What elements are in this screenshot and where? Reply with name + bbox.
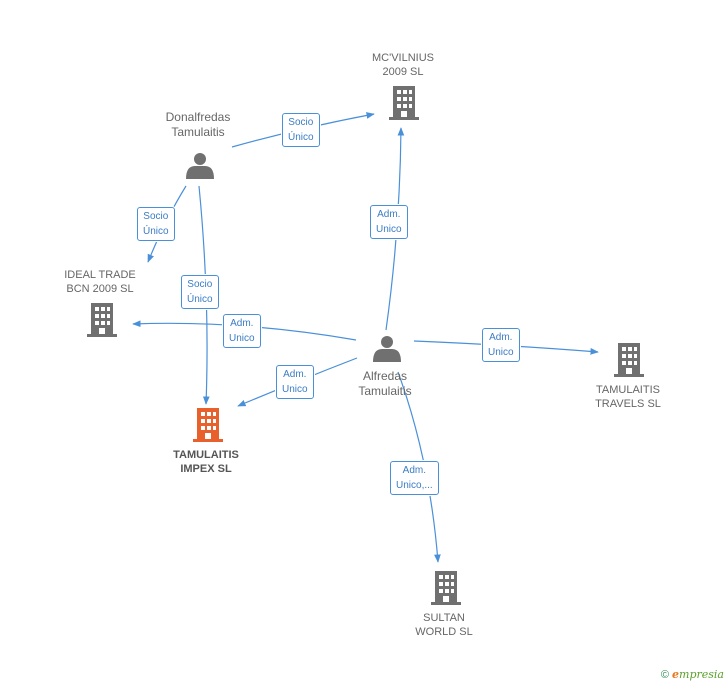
edge-label-line: Unico [376,224,402,235]
label-line: IMPEX SL [180,463,232,475]
person-icon[interactable] [186,153,214,179]
edge-label-adm-unico[interactable]: Adm. Unico [276,365,314,399]
company-label-sultan[interactable]: SULTAN WORLD SL [374,611,514,639]
building-icon[interactable] [431,571,461,610]
label-line: Alfredas [362,369,408,383]
edge-label-line: Socio [288,117,314,128]
brand-name: mpresia [679,668,724,681]
label-line: 2009 SL [382,66,424,78]
edge-label-adm-unico[interactable]: Adm. Unico [482,328,520,362]
edge-label-socio-unico[interactable]: Socio Único [137,207,175,241]
empresia-logo[interactable]: ©empresia [661,668,724,681]
edge-label-line: Unico [282,384,308,395]
building-icon[interactable] [389,86,419,125]
company-label-mcvilnius[interactable]: MC'VILNIUS 2009 SL [333,51,473,79]
label-line: Tamulaitis [358,384,412,398]
edge-label-line: Adm. [377,209,401,220]
edge-label-line: Socio [187,279,213,290]
building-icon[interactable] [193,408,223,447]
label-line: WORLD SL [415,626,473,638]
edge-label-line: Adm. [230,318,254,329]
edge-label-adm-unico[interactable]: Adm. Unico,... [390,461,439,495]
edge-label-socio-unico[interactable]: Socio Único [282,113,320,147]
edge-label-line: Unico,... [396,480,433,491]
edge-label-line: Único [187,294,213,305]
label-line: Donalfredas [165,110,231,124]
company-label-tamulaitis-impex[interactable]: TAMULAITIS IMPEX SL [136,448,276,476]
brand-initial: e [672,668,680,681]
edge-label-line: Unico [488,347,514,358]
edge-label-line: Adm. [489,332,513,343]
edge-label-line: Unico [229,333,255,344]
label-line: TAMULAITIS [173,449,239,461]
person-label-donalfredas[interactable]: Donalfredas Tamulaitis [128,110,268,140]
edge-label-line: Adm. [402,465,427,476]
person-icon[interactable] [373,336,401,362]
building-icon[interactable] [614,343,644,382]
edge-label-line: Socio [143,211,169,222]
edge-label-line: Único [143,226,169,237]
label-line: SULTAN [423,612,465,624]
label-line: Tamulaitis [171,125,225,139]
company-label-idealtrade[interactable]: IDEAL TRADE BCN 2009 SL [30,268,170,296]
label-line: TRAVELS SL [595,398,661,410]
label-line: MC'VILNIUS [372,52,434,64]
edge-label-socio-unico[interactable]: Socio Único [181,275,219,309]
edge-label-adm-unico[interactable]: Adm. Unico [370,205,408,239]
edge-label-line: Único [288,132,314,143]
label-line: IDEAL TRADE [64,269,136,281]
label-line: TAMULAITIS [596,384,660,396]
edge-label-line: Adm. [283,369,307,380]
copyright-icon: © [660,669,670,681]
person-label-alfredas[interactable]: Alfredas Tamulaitis [315,369,455,399]
company-label-tamulaitis-travels[interactable]: TAMULAITIS TRAVELS SL [558,383,698,411]
edge-label-adm-unico[interactable]: Adm. Unico [223,314,261,348]
label-line: BCN 2009 SL [66,283,134,295]
building-icon[interactable] [87,303,117,342]
